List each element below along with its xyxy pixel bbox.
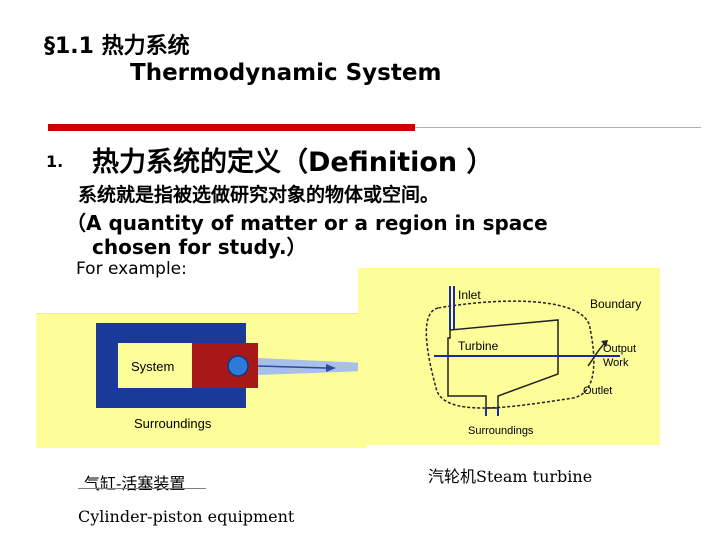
- system-label: System: [131, 359, 174, 374]
- inlet-label: Inlet: [458, 288, 481, 302]
- cylinder-caption-cn: 气缸-活塞装置: [84, 474, 186, 493]
- title-line-1: §1.1 热力系统: [44, 34, 190, 59]
- section-number: 1.: [46, 152, 64, 171]
- turbine-label: Turbine: [458, 339, 499, 353]
- work-label: Work: [603, 357, 629, 369]
- surroundings-label: Surroundings: [468, 425, 534, 437]
- cylinder-body: [96, 323, 246, 408]
- ball-icon: [227, 355, 249, 377]
- caption-underline: [78, 488, 206, 489]
- steam-turbine-figure: Inlet Boundary Turbine Output Work Outle…: [358, 268, 660, 445]
- cylinder-caption-en: Cylinder-piston equipment: [78, 507, 295, 526]
- title-underline-rule: [415, 127, 701, 128]
- surroundings-label: Surroundings: [134, 416, 212, 431]
- example-label: For example:: [76, 259, 187, 279]
- title-line-2: Thermodynamic System: [130, 60, 442, 86]
- definition-chinese: 系统就是指被选做研究对象的物体或空间。: [78, 184, 440, 206]
- definition-english-line-2: chosen for study.）: [92, 235, 307, 259]
- definition-english-line-1: （A quantity of matter or a region in spa…: [66, 211, 548, 235]
- output-work-arrow: [587, 343, 605, 367]
- title-underline-bar: [48, 124, 415, 131]
- section-heading: 热力系统的定义（Definition ）: [92, 147, 494, 178]
- output-label: Output: [603, 343, 636, 355]
- boundary-label: Boundary: [590, 297, 641, 311]
- piston-rod: [258, 358, 366, 375]
- boundary-line: [425, 300, 595, 409]
- arrow-icon: [601, 340, 608, 347]
- cylinder-piston-figure: System Surroundings: [36, 313, 367, 448]
- outlet-label: Outlet: [583, 385, 612, 397]
- turbine-caption: 汽轮机Steam turbine: [428, 467, 593, 486]
- arrow-icon: [326, 364, 336, 372]
